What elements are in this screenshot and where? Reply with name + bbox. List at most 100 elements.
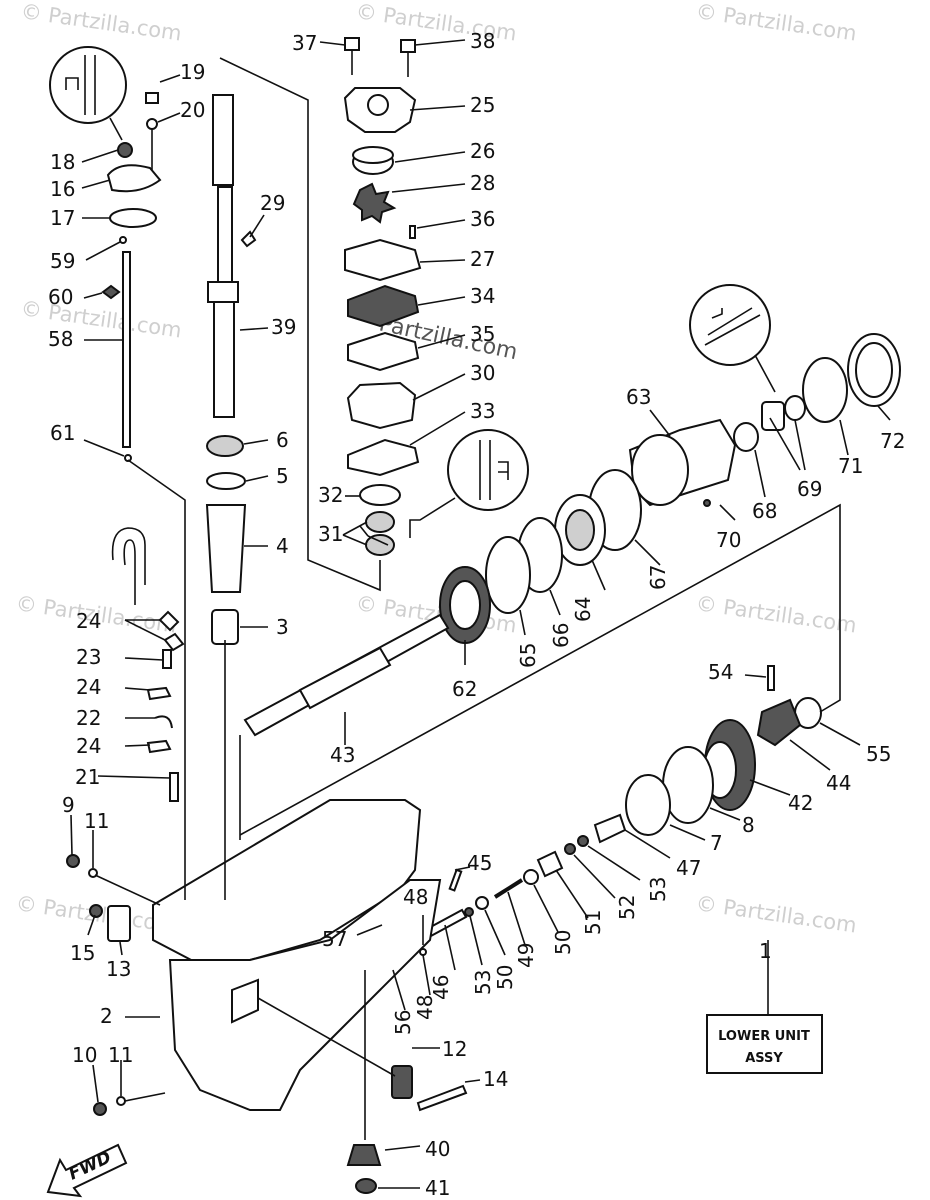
- washer-71: [802, 357, 848, 423]
- key-29: [240, 230, 257, 248]
- seal-69b: [784, 395, 806, 421]
- callout-51: 51: [581, 910, 605, 935]
- callout-72: 72: [880, 429, 905, 453]
- callout-30: 30: [470, 361, 495, 385]
- washer-53: [577, 835, 589, 847]
- callout-56: 56: [391, 1010, 415, 1035]
- callout-13: 13: [106, 957, 131, 981]
- casing-port: [231, 978, 259, 1024]
- callout-43: 43: [330, 743, 355, 767]
- callout-5: 5: [276, 464, 289, 488]
- callout-3: 3: [276, 615, 289, 639]
- watermark: © Partzilla.com: [694, 891, 858, 937]
- inset-pointer: [409, 497, 456, 538]
- callout-4: 4: [276, 534, 289, 558]
- anode-12: [391, 1065, 413, 1099]
- assy-box-line2: ASSY: [745, 1051, 783, 1066]
- shim-7: [625, 774, 671, 836]
- callout-1: 1: [759, 939, 772, 963]
- callout-40: 40: [425, 1137, 450, 1161]
- callout-50: 50: [551, 930, 575, 955]
- callout-9: 9: [62, 793, 75, 817]
- callout-29: 29: [260, 191, 285, 215]
- callout-34: 34: [470, 284, 495, 308]
- callout-46: 46: [429, 975, 453, 1000]
- callout-8: 8: [742, 813, 755, 837]
- callout-18: 18: [50, 150, 75, 174]
- callout-38: 38: [470, 29, 495, 53]
- callout-36: 36: [470, 207, 495, 231]
- callout-12: 12: [442, 1037, 467, 1061]
- oring-61: [124, 454, 132, 462]
- callout-66: 66: [549, 623, 573, 648]
- lower-unit-assy-box: [706, 1014, 823, 1074]
- callout-26: 26: [470, 139, 495, 163]
- bracket-16: [106, 164, 162, 193]
- oring-32: [359, 484, 401, 506]
- bearing-68: [733, 422, 759, 452]
- plate-34: [347, 284, 420, 328]
- callout-42: 42: [788, 791, 813, 815]
- washer-65: [485, 536, 531, 614]
- callout-37: 37: [292, 31, 317, 55]
- callout-24: 24: [76, 734, 101, 758]
- callout-50: 50: [493, 965, 517, 990]
- pinion-40: [346, 1144, 382, 1166]
- pin-49: [493, 878, 524, 899]
- callout-7: 7: [710, 831, 723, 855]
- oring-17: [109, 208, 157, 228]
- callout-69: 69: [797, 477, 822, 501]
- callout-61: 61: [50, 421, 75, 445]
- callout-41: 41: [425, 1176, 450, 1200]
- pin-54: [767, 665, 775, 691]
- seal-69a: [761, 401, 785, 431]
- callout-60: 60: [48, 285, 73, 309]
- callout-21: 21: [75, 765, 100, 789]
- callout-65: 65: [516, 643, 540, 668]
- anode-13: [107, 905, 131, 942]
- callout-53: 53: [471, 970, 495, 995]
- callout-11: 11: [108, 1043, 133, 1067]
- housing-flange: [631, 434, 689, 506]
- callout-39: 39: [271, 315, 296, 339]
- parts-layer: FWD LOWER UNIT ASSY: [46, 37, 901, 1198]
- callout-54: 54: [708, 660, 733, 684]
- gasket-27: [344, 238, 422, 282]
- inset-detail: [704, 307, 761, 346]
- drive-shaft-upper: [212, 94, 234, 186]
- callout-25: 25: [470, 93, 495, 117]
- callout-70: 70: [716, 528, 741, 552]
- clutch-44: [756, 698, 802, 747]
- bolt-9: [66, 854, 80, 868]
- callout-16: 16: [50, 177, 75, 201]
- callout-57: 57: [322, 927, 347, 951]
- washer-20: [146, 118, 158, 130]
- hose-22: [154, 715, 173, 729]
- impeller-28: [352, 182, 397, 224]
- callout-2: 2: [100, 1004, 113, 1028]
- drive-shaft-mid: [217, 186, 233, 283]
- callout-23: 23: [76, 645, 101, 669]
- callout-47: 47: [676, 856, 701, 880]
- fwd-arrow-icon: [46, 1143, 128, 1198]
- callout-24: 24: [76, 609, 101, 633]
- callout-32: 32: [318, 483, 343, 507]
- callout-14: 14: [483, 1067, 508, 1091]
- callout-49: 49: [514, 943, 538, 968]
- washer-52: [564, 843, 576, 855]
- watermark: © Partzilla.com: [19, 296, 183, 342]
- key-70: [703, 499, 711, 507]
- pin-45: [448, 868, 463, 892]
- callout-48: 48: [413, 995, 437, 1020]
- shift-rod-58: [122, 251, 131, 448]
- callout-71: 71: [838, 454, 863, 478]
- bolt-15: [89, 904, 103, 918]
- screw-23: [162, 649, 172, 669]
- sleeve-4: [205, 504, 247, 593]
- clip-24c: [146, 739, 172, 754]
- bolt-38: [400, 39, 416, 53]
- callout-63: 63: [626, 385, 651, 409]
- fitting-21: [169, 772, 179, 802]
- callout-62: 62: [452, 677, 477, 701]
